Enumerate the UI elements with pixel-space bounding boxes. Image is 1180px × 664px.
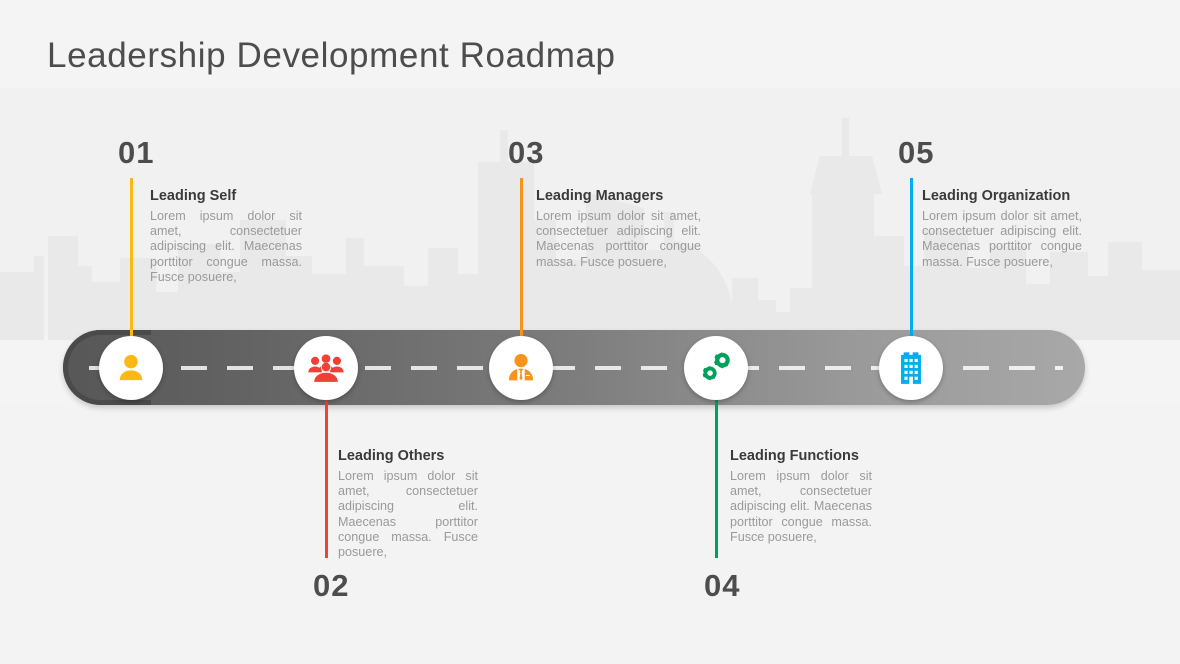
step-title-04: Leading Functions bbox=[730, 448, 859, 464]
step-text-01: Leading Self Lorem ipsum dolor sit amet,… bbox=[150, 188, 302, 285]
step-title-05: Leading Organization bbox=[922, 188, 1071, 204]
person-icon bbox=[119, 354, 143, 381]
step-number-02: 02 bbox=[313, 568, 350, 603]
step-node-01[interactable] bbox=[99, 336, 163, 400]
road-start-cap bbox=[63, 330, 151, 405]
step-node-04[interactable] bbox=[684, 336, 748, 400]
step-text-05: Leading Organization Lorem ipsum dolor s… bbox=[922, 188, 1082, 270]
step-description-04: Lorem ipsum dolor sit amet, consectetuer… bbox=[730, 469, 872, 544]
step-connector-01 bbox=[130, 178, 133, 336]
step-title-01: Leading Self bbox=[150, 188, 237, 204]
road-lane-markings bbox=[89, 365, 1063, 370]
step-description-02: Lorem ipsum dolor sit amet, consectetuer… bbox=[338, 469, 478, 560]
step-title-02: Leading Others bbox=[338, 448, 445, 464]
step-title-03: Leading Managers bbox=[536, 188, 664, 204]
office-building-icon bbox=[901, 352, 921, 384]
step-connector-02 bbox=[325, 400, 328, 558]
step-text-03: Leading Managers Lorem ipsum dolor sit a… bbox=[536, 188, 701, 270]
step-description-01: Lorem ipsum dolor sit amet, consectetuer… bbox=[150, 209, 302, 284]
step-node-02[interactable] bbox=[294, 336, 358, 400]
step-node-05[interactable] bbox=[879, 336, 943, 400]
step-description-03: Lorem ipsum dolor sit amet, consectetuer… bbox=[536, 209, 701, 269]
step-text-02: Leading Others Lorem ipsum dolor sit ame… bbox=[338, 448, 478, 560]
step-number-03: 03 bbox=[508, 135, 545, 170]
group-of-people-icon bbox=[308, 354, 344, 382]
step-text-04: Leading Functions Lorem ipsum dolor sit … bbox=[730, 448, 872, 545]
background-lower bbox=[0, 406, 1180, 664]
step-number-04: 04 bbox=[704, 568, 741, 603]
step-connector-05 bbox=[910, 178, 913, 336]
businessman-icon bbox=[508, 353, 534, 381]
step-node-03[interactable] bbox=[489, 336, 553, 400]
gears-icon bbox=[702, 352, 730, 381]
page-title: Leadership Development Roadmap bbox=[47, 36, 616, 75]
step-number-01: 01 bbox=[118, 135, 155, 170]
step-description-05: Lorem ipsum dolor sit amet, consectetuer… bbox=[922, 209, 1082, 269]
step-connector-03 bbox=[520, 178, 523, 336]
step-number-05: 05 bbox=[898, 135, 935, 170]
step-connector-04 bbox=[715, 400, 718, 558]
